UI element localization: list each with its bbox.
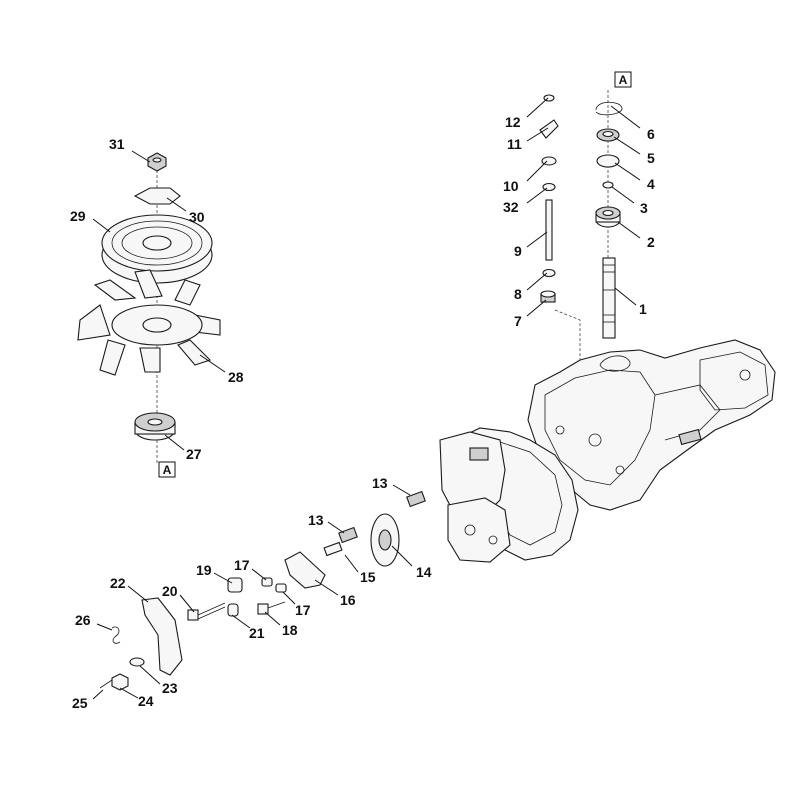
input-shaft [602,257,616,339]
callout-4: 4 [647,176,655,192]
callout-29: 29 [70,208,86,224]
assembly-line-shaft [554,309,581,362]
seal-5 [596,128,620,142]
spring-21 [227,603,239,617]
pad-13-upper [406,490,426,508]
disc-14 [370,513,400,567]
callout-18: 18 [282,622,298,638]
pad-15 [323,541,343,557]
washer-23 [129,657,145,667]
callout-17-lower: 17 [295,602,311,618]
reference-a-top: A [614,71,632,88]
callout-25: 25 [72,695,88,711]
brake-arm-22 [141,597,183,676]
spring-26 [111,626,121,644]
cotter-pin-25 [99,679,113,689]
callout-15: 15 [360,569,376,585]
callout-23: 23 [162,680,178,696]
hub-27 [134,412,176,441]
bearing-2 [595,206,621,228]
callout-19: 19 [196,562,212,578]
washer-8 [542,268,556,278]
ring-3 [602,181,614,189]
reference-a-top-label: A [619,73,628,87]
callout-22: 22 [110,575,126,591]
bushing-7 [540,290,556,303]
callout-16: 16 [340,592,356,608]
callout-6: 6 [647,126,655,142]
callout-labels: 12 11 10 32 9 8 7 6 5 4 3 2 1 31 30 29 2… [70,114,655,711]
pin-17-lower [275,583,287,593]
nut-31 [147,152,167,172]
lever-11 [539,119,559,139]
callout-24: 24 [138,693,154,709]
shaft-9 [545,199,553,261]
callout-28: 28 [228,369,244,385]
lock-washer-30 [133,187,181,205]
caliper-16 [284,551,326,589]
pad-13-lower [338,526,358,544]
fan-28 [77,269,221,376]
callout-31: 31 [109,136,125,152]
callout-14: 14 [416,564,432,580]
callout-13-upper: 13 [372,475,388,491]
callout-9: 9 [514,243,522,259]
reference-a-bottom-label: A [163,463,172,477]
callout-32: 32 [503,199,519,215]
reference-a-bottom: A [158,461,176,478]
circlip-6 [595,101,623,116]
callout-27: 27 [186,446,202,462]
callout-20: 20 [162,583,178,599]
callout-21: 21 [249,625,265,641]
nut-24 [111,673,129,691]
callout-12: 12 [505,114,521,130]
callout-30: 30 [189,209,205,225]
callout-1: 1 [639,301,647,317]
callout-7: 7 [514,313,522,329]
callout-17-upper: 17 [234,557,250,573]
cover-plate [439,427,579,563]
callout-26: 26 [75,612,91,628]
callout-2: 2 [647,234,655,250]
callout-11: 11 [507,136,522,152]
callout-5: 5 [647,150,655,166]
callout-13-lower: 13 [308,512,324,528]
washer-4 [596,154,620,168]
pulley-29 [101,214,213,284]
callout-3: 3 [640,200,648,216]
leader-lines [92,97,641,700]
spacer-19 [227,577,243,593]
callout-8: 8 [514,286,522,302]
bolt-18 [257,601,286,615]
pin-17-upper [261,577,273,587]
callout-10: 10 [503,178,519,194]
